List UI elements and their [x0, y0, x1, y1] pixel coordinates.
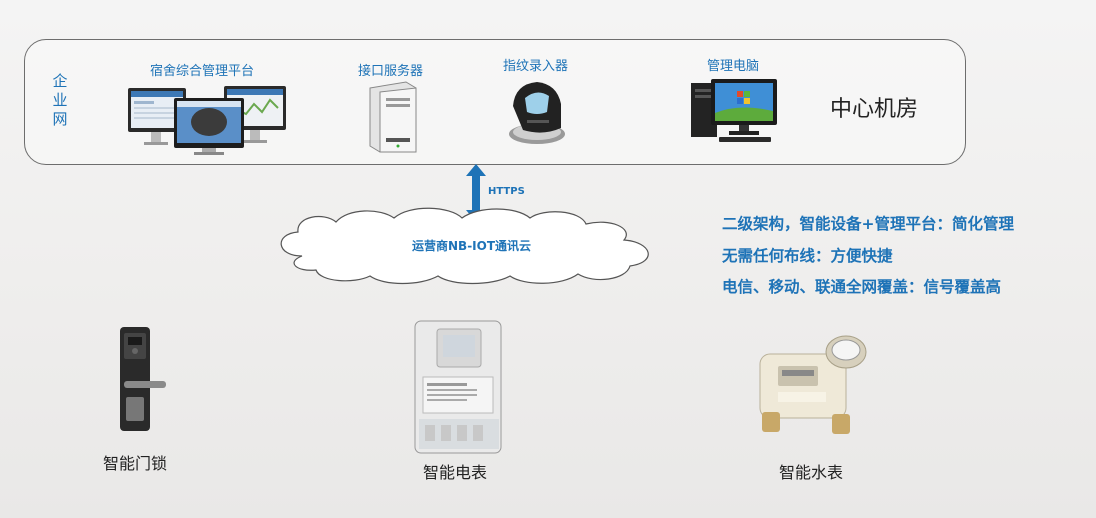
- device-label-interface-server: 接口服务器: [358, 64, 424, 79]
- monitors-icon: [126, 82, 292, 156]
- water-meter-icon: [752, 330, 870, 440]
- fingerprint-reader-icon: [503, 76, 573, 148]
- electric-meter-icon: [413, 319, 505, 455]
- https-label: HTTPS: [488, 186, 525, 197]
- cloud-label: 运营商NB-IOT通讯云: [412, 239, 532, 253]
- https-link-arrow: [466, 164, 486, 222]
- nb-iot-cloud-icon: [272, 204, 664, 286]
- feature-1: 二级架构，智能设备+管理平台：简化管理: [722, 215, 1014, 233]
- device-label-management-platform: 宿舍综合管理平台: [150, 64, 255, 79]
- zone-label: 企业网: [52, 72, 68, 128]
- smart-lock-icon: [108, 325, 178, 435]
- endpoint-label-smart-lock: 智能门锁: [103, 454, 168, 473]
- feature-3: 电信、移动、联通全网覆盖：信号覆盖高: [722, 278, 1002, 296]
- endpoint-label-water-meter: 智能水表: [779, 463, 844, 482]
- room-label: 中心机房: [830, 97, 919, 122]
- device-label-fingerprint-reader: 指纹录入器: [503, 59, 569, 74]
- server-icon: [368, 80, 418, 154]
- device-label-management-pc: 管理电脑: [707, 59, 760, 74]
- desktop-computer-icon: [689, 77, 781, 143]
- endpoint-label-electric-meter: 智能电表: [423, 463, 488, 482]
- feature-2: 无需任何布线：方便快捷: [722, 247, 893, 265]
